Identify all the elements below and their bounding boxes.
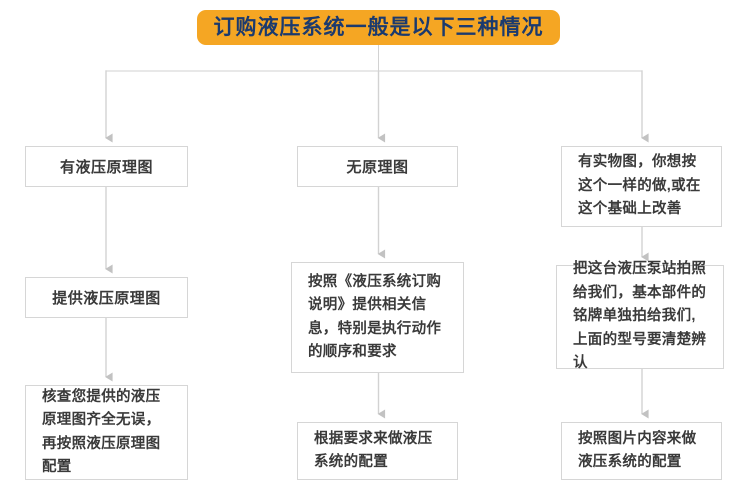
node-branch1-step1[interactable]: 有液压原理图 <box>25 146 188 187</box>
node-branch2-step2[interactable]: 按照《液压系统订购说明》提供相关信息，特别是执行动作的顺序和要求 <box>291 262 464 373</box>
node-label: 提供液压原理图 <box>52 290 161 307</box>
flowchart-title-label: 订购液压系统一般是以下三种情况 <box>213 16 544 39</box>
node-label: 有液压原理图 <box>59 159 153 176</box>
node-branch2-step3[interactable]: 根据要求来做液压系统的配置 <box>297 422 458 480</box>
node-label: 有实物图，你想按这个一样的做,或在这个基础上改善 <box>578 154 701 218</box>
node-branch3-step2[interactable]: 把这台液压泵站拍照给我们，基本部件的铭牌单独拍给我们,上面的型号要清楚辨认 <box>556 261 724 371</box>
node-branch3-step3[interactable]: 按照图片内容来做液压系统的配置 <box>561 422 722 480</box>
node-label: 无原理图 <box>346 159 409 176</box>
node-branch3-step1[interactable]: 有实物图，你想按这个一样的做,或在这个基础上改善 <box>561 146 722 227</box>
node-label: 把这台液压泵站拍照给我们，基本部件的铭牌单独拍给我们,上面的型号要清楚辨认 <box>573 261 707 372</box>
node-branch1-step3[interactable]: 核查您提供的液压原理图齐全无误，再按照液压原理图配置 <box>25 385 188 480</box>
node-label: 按照图片内容来做液压系统的配置 <box>578 430 697 470</box>
node-label: 根据要求来做液压系统的配置 <box>314 430 433 470</box>
node-branch2-step1[interactable]: 无原理图 <box>297 146 458 187</box>
node-label: 按照《液压系统订购说明》提供相关信息，特别是执行动作的顺序和要求 <box>308 273 442 360</box>
node-branch1-step2[interactable]: 提供液压原理图 <box>25 277 188 318</box>
flowchart-title: 订购液压系统一般是以下三种情况 <box>197 10 560 45</box>
node-label: 核查您提供的液压原理图齐全无误，再按照液压原理图配置 <box>42 388 161 475</box>
